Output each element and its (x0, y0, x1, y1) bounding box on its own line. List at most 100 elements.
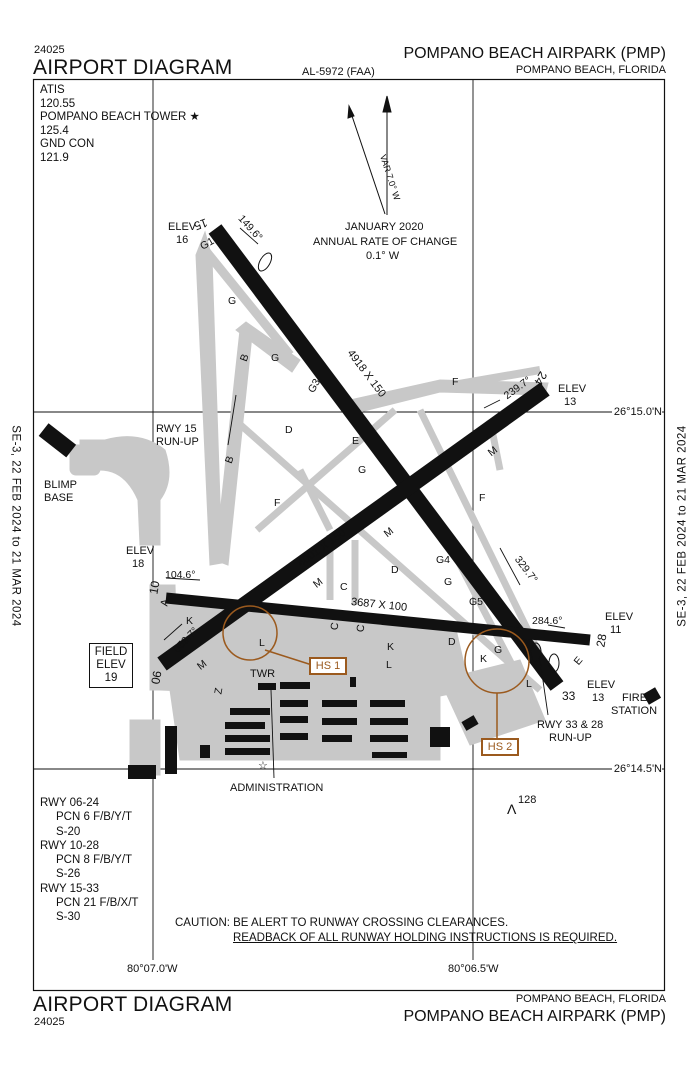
rwy-1028: RWY 10-28 (40, 839, 100, 852)
volume-code: 24025 (34, 44, 65, 56)
svg-text:13: 13 (592, 692, 604, 704)
svg-text:ELEV: ELEV (587, 679, 616, 691)
footer-title: AIRPORT DIAGRAM (33, 993, 233, 1016)
lat-top: 26°15.0'N (611, 406, 662, 418)
svg-text:10: 10 (146, 579, 162, 595)
mag-rate-label: ANNUAL RATE OF CHANGE (313, 236, 458, 248)
footer-volume: 24025 (34, 1016, 65, 1028)
runway-numbers: 15 24 33 06 10 28 (146, 215, 609, 703)
s-0624: S-20 (56, 825, 81, 838)
svg-text:F: F (274, 497, 280, 509)
mag-rate: 0.1° W (366, 250, 400, 262)
runup-3328-2: RUN-UP (549, 732, 592, 744)
freq-tower-label: POMPANO BEACH TOWER ★ (40, 111, 200, 123)
svg-text:24: 24 (531, 369, 550, 388)
administration-label: ADMINISTRATION (230, 782, 324, 794)
svg-text:15: 15 (192, 215, 210, 233)
airport-name: POMPANO BEACH AIRPARK (PMP) (403, 45, 666, 62)
pcn-0624: PCN 6 F/B/Y/T (56, 811, 133, 824)
svg-text:G4: G4 (436, 554, 450, 566)
elevation-labels: ELEV 16 ELEV 13 ELEV 18 ELEV 11 ELEV 13 (126, 221, 634, 704)
field-elev-line1: FIELD (94, 646, 128, 658)
hot-spot-1[interactable]: HS 1 (309, 657, 347, 675)
svg-text:B: B (223, 454, 237, 465)
hot-spot-2[interactable]: HS 2 (481, 738, 519, 756)
blimp-base-1: BLIMP (44, 479, 78, 491)
svg-text:ELEV: ELEV (126, 545, 155, 557)
freq-tower: 125.4 (40, 124, 69, 137)
svg-text:G: G (358, 464, 366, 476)
caution-line2: READBACK OF ALL RUNWAY HOLDING INSTRUCTI… (233, 932, 618, 944)
svg-text:28: 28 (593, 632, 609, 648)
svg-text:G: G (271, 352, 279, 364)
rwy15-runup-2: RUN-UP (156, 436, 199, 448)
svg-text:VAR 7.0° W: VAR 7.0° W (378, 153, 402, 202)
svg-text:128: 128 (518, 794, 536, 806)
lon-left: 80°07.0'W (127, 963, 178, 975)
field-elev-value: 19 (104, 672, 118, 684)
chart-number: AL-5972 (FAA) (302, 66, 375, 78)
svg-text:G: G (494, 644, 502, 656)
svg-text:B: B (238, 352, 252, 363)
svg-text:G5: G5 (469, 596, 483, 608)
svg-text:104.6°: 104.6° (165, 569, 195, 581)
runway-15-33 (208, 224, 564, 691)
svg-text:K: K (186, 615, 193, 627)
runway-10-28 (165, 592, 591, 646)
svg-text:L: L (259, 637, 265, 649)
svg-text:4001 X 150: 4001 X 150 (296, 527, 349, 570)
s-1533: S-30 (56, 911, 81, 924)
svg-text:Λ: Λ (507, 801, 517, 817)
runways (157, 224, 591, 691)
rwy15-runup-1: RWY 15 (156, 423, 197, 435)
blimp-base-2: BASE (44, 492, 74, 504)
caution-line1: CAUTION: BE ALERT TO RUNWAY CROSSING CLE… (175, 917, 509, 929)
svg-text:☆: ☆ (258, 760, 268, 772)
pcn-1533: PCN 21 F/B/X/T (56, 897, 139, 910)
svg-text:C: C (328, 621, 341, 631)
pcn-1028: PCN 8 F/B/Y/T (56, 854, 133, 867)
svg-text:G: G (444, 576, 452, 588)
svg-text:ELEV: ELEV (605, 611, 634, 623)
freq-atis-label: ATIS (40, 84, 65, 96)
freq-gnd-label: GND CON (40, 138, 95, 150)
footer-airport-name: POMPANO BEACH AIRPARK (PMP) (403, 1008, 666, 1025)
svg-text:F: F (452, 376, 458, 388)
fire-station-1: FIRE (622, 692, 648, 704)
chart-title: AIRPORT DIAGRAM (33, 56, 233, 79)
effective-date-right: SE-3, 22 FEB 2024 to 21 MAR 2024 (676, 425, 689, 627)
svg-text:3687 X 100: 3687 X 100 (350, 596, 407, 614)
svg-text:C: C (340, 581, 348, 593)
svg-text:149.6°: 149.6° (235, 213, 264, 244)
buildings (38, 423, 662, 779)
svg-text:L: L (526, 678, 532, 690)
heading-arrows (163, 227, 566, 641)
svg-text:C: C (354, 623, 367, 633)
svg-text:16: 16 (176, 234, 188, 246)
svg-text:G: G (228, 295, 236, 307)
lon-right: 80°06.5'W (448, 963, 499, 975)
tower-label: TWR (250, 668, 276, 680)
mag-date: JANUARY 2020 (345, 221, 424, 233)
svg-text:K: K (480, 653, 487, 665)
svg-text:D: D (448, 636, 456, 648)
freq-atis: 120.55 (40, 97, 76, 110)
svg-text:ELEV: ELEV (558, 383, 587, 395)
effective-date-left: SE-3, 22 FEB 2024 to 21 MAR 2024 (9, 425, 22, 627)
runway-06-24 (157, 382, 550, 671)
svg-text:13: 13 (564, 396, 576, 408)
runup-3328-1: RWY 33 & 28 (537, 719, 604, 731)
field-elev-line2: ELEV (96, 659, 126, 671)
svg-text:F: F (479, 492, 485, 504)
runway-info: RWY 06-24 PCN 6 F/B/Y/T S-20 RWY 10-28 P… (40, 796, 138, 925)
svg-text:329.7°: 329.7° (512, 554, 540, 586)
svg-text:M: M (382, 525, 396, 540)
taxiways (69, 230, 549, 776)
svg-text:L: L (386, 659, 392, 671)
diagram-frame (32, 78, 666, 992)
svg-text:ELEV: ELEV (168, 221, 197, 233)
svg-text:33: 33 (562, 689, 576, 703)
svg-text:284.6°: 284.6° (532, 615, 562, 627)
north-arrows (347, 95, 392, 215)
